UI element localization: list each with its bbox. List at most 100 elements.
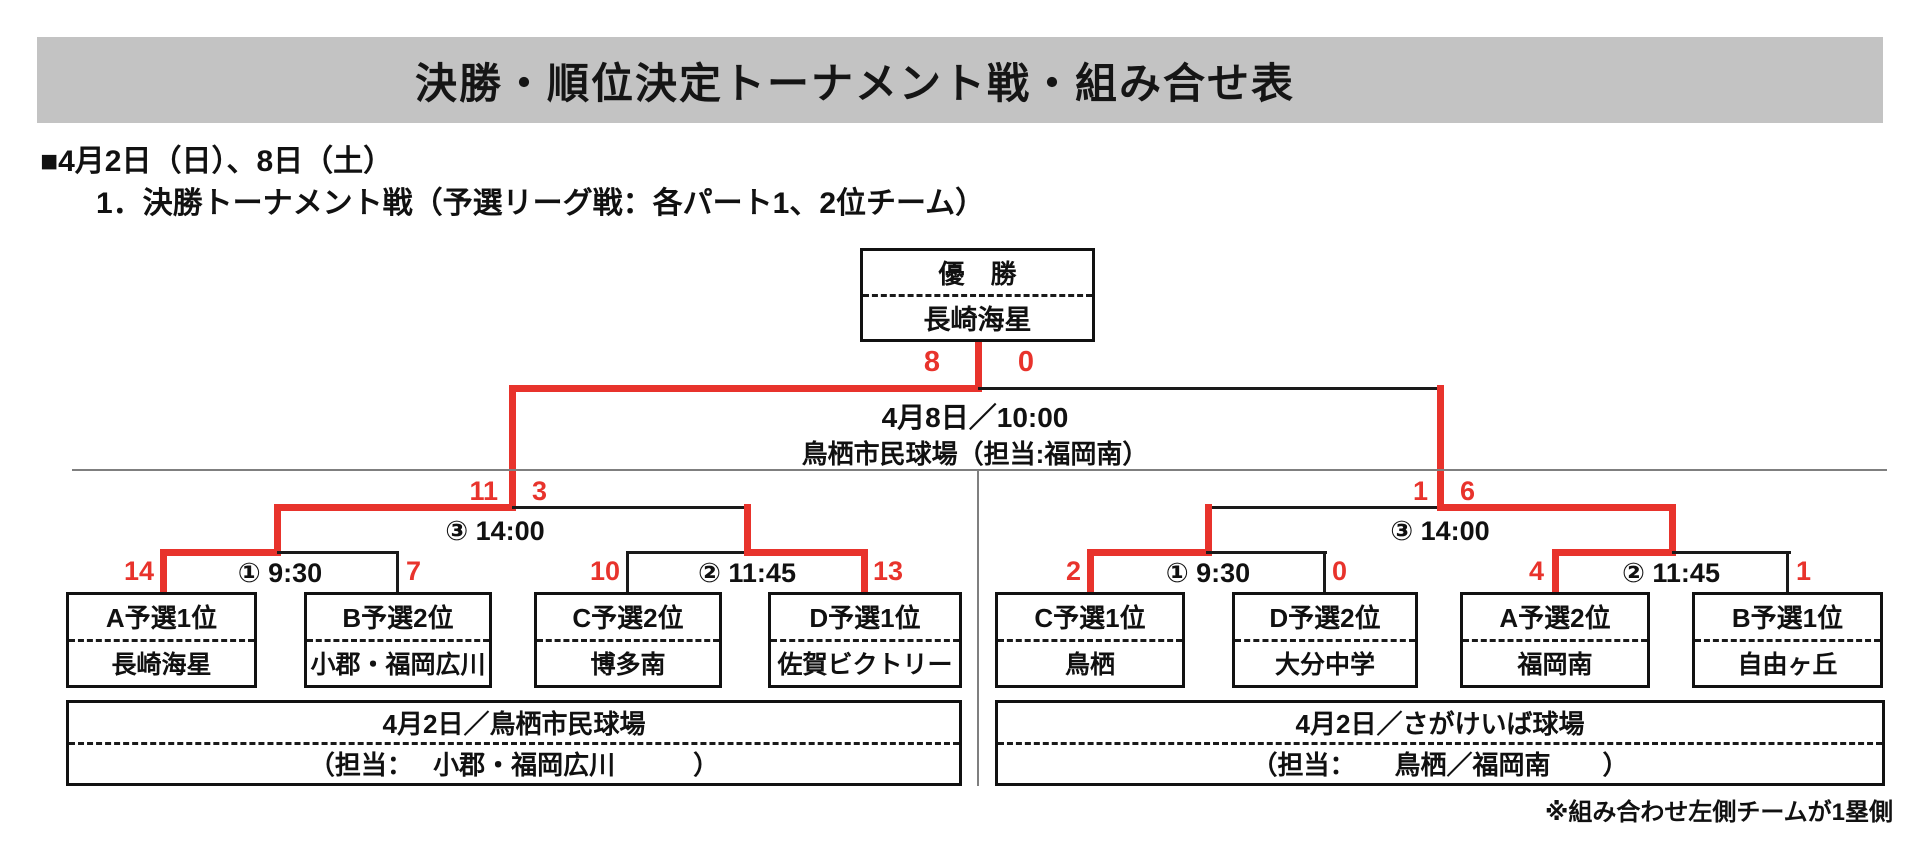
m-l2-label: ② 11:45 (698, 558, 796, 588)
team-box-divider (1235, 638, 1415, 642)
team-box-divider (307, 638, 489, 642)
bracket-m-r2-bar-right (1672, 551, 1791, 554)
m-r1-label: ① 9:30 (1165, 558, 1251, 588)
page-title: 決勝・順位決定トーナメント戦・組み合せ表 (414, 59, 1295, 107)
bracket-sf-left-bar-right (512, 506, 749, 509)
team-seed: A予選2位 (1499, 603, 1611, 634)
sf-right-label: ③ 14:00 (1390, 516, 1490, 546)
bracket-team-l3 (626, 551, 629, 594)
winner-path-sf-left-riser (509, 385, 516, 510)
winner-path-team-r1 (1087, 549, 1094, 594)
team-seed: D予選1位 (809, 603, 921, 634)
team-seed: B予選2位 (342, 603, 454, 634)
m-r1-score-left: 2 (1065, 556, 1081, 586)
team-name: 長崎海星 (111, 651, 212, 680)
champion-box-divider (863, 293, 1092, 297)
m-r2-score-left: 4 (1528, 556, 1544, 586)
winner-path-m-r2-riser (1669, 504, 1676, 556)
venue-box-left: 4月2日／鳥栖市民球場 （担当： 小郡・福岡広川 ） (66, 700, 962, 786)
team-seed: B予選1位 (1731, 603, 1844, 634)
winner-path-m-r1-bar (1087, 549, 1212, 556)
venue-right-line1: 4月2日／さがけいば球場 (1295, 708, 1585, 739)
winner-path-sf-right-riser (1437, 385, 1444, 510)
m-l1-score-left: 14 (123, 556, 154, 586)
winner-path-m-l1-riser (274, 504, 281, 556)
winner-path-m-l2-riser (744, 504, 751, 556)
champion-team: 長崎海星 (923, 305, 1032, 336)
bracket-m-l2-bar-left (626, 551, 747, 554)
winner-path-m-r1-riser (1205, 504, 1212, 556)
m-l1-label: ① 9:30 (237, 558, 323, 588)
bracket-team-r4 (1786, 551, 1789, 594)
team-name: 博多南 (590, 651, 666, 680)
team-box-a1: A予選1位 長崎海星 (66, 592, 257, 688)
winner-path-m-l2-bar (744, 549, 868, 556)
sub-heading: 1．決勝トーナメント戦（予選リーグ戦：各パート1、2位チーム） (96, 187, 986, 220)
final-score-left: 8 (923, 346, 941, 378)
team-box-divider (1463, 638, 1647, 642)
venue-left-line2: （担当： 小郡・福岡広川 ） (308, 750, 720, 781)
final-datetime: 4月8日／10:00 (881, 402, 1069, 433)
winner-path-team-l4 (861, 549, 868, 594)
horizontal-divider (72, 469, 1887, 471)
venue-box-divider (998, 741, 1882, 745)
winner-path-sf-left-bar (274, 504, 516, 511)
bracket-final-bar-right (978, 387, 1441, 390)
sf-left-score-right: 3 (532, 476, 548, 506)
bracket-m-l1-bar-right (277, 551, 399, 554)
team-name: 小郡・福岡広川 (310, 651, 486, 680)
m-l2-score-left: 10 (589, 556, 620, 586)
team-seed: D予選2位 (1269, 603, 1381, 634)
champion-box: 優 勝 長崎海星 (860, 248, 1095, 342)
team-box-divider (537, 638, 719, 642)
team-name: 自由ヶ丘 (1737, 651, 1838, 680)
winner-path-team-l1 (160, 549, 167, 594)
team-name: 福岡南 (1517, 651, 1593, 680)
venue-box-divider (69, 741, 959, 745)
bracket-sf-right-bar-left (1206, 506, 1440, 509)
winner-path-m-r2-bar (1552, 549, 1676, 556)
team-name: 鳥栖 (1064, 651, 1115, 680)
winner-path-final-riser (975, 342, 982, 392)
team-box-divider (998, 638, 1182, 642)
team-box-divider (1695, 638, 1880, 642)
date-heading: ■4月2日（日）、8日（土） (40, 145, 394, 178)
final-venue: 鳥栖市民球場（担当:福岡南） (801, 439, 1149, 469)
team-seed: C予選1位 (1034, 603, 1146, 634)
vertical-middle-divider (977, 471, 979, 786)
champion-label: 優 勝 (938, 258, 1017, 289)
title-banner: 決勝・順位決定トーナメント戦・組み合せ表 (37, 37, 1883, 123)
team-seed: C予選2位 (572, 603, 684, 634)
bracket-team-r2 (1323, 551, 1326, 594)
m-r2-score-right: 1 (1796, 556, 1812, 586)
team-box-c2: C予選2位 博多南 (534, 592, 722, 688)
sf-right-score-right: 6 (1460, 476, 1476, 506)
bracket-m-r1-bar-right (1206, 551, 1327, 554)
team-seed: A予選1位 (105, 603, 218, 634)
team-box-divider (69, 638, 254, 642)
footnote: ※組み合わせ左側チームが1塁側 (1545, 799, 1893, 826)
m-l2-score-right: 13 (873, 556, 904, 586)
team-box-divider (771, 638, 959, 642)
sf-left-label: ③ 14:00 (445, 516, 545, 546)
venue-box-right: 4月2日／さがけいば球場 （担当： 鳥栖／福岡南 ） (995, 700, 1885, 786)
team-box-a2: A予選2位 福岡南 (1460, 592, 1650, 688)
team-box-b1: B予選1位 自由ヶ丘 (1692, 592, 1883, 688)
team-box-b2: B予選2位 小郡・福岡広川 (304, 592, 492, 688)
final-score-right: 0 (1017, 346, 1035, 378)
team-box-c1: C予選1位 鳥栖 (995, 592, 1185, 688)
venue-left-line1: 4月2日／鳥栖市民球場 (382, 708, 646, 739)
venue-right-line2: （担当： 鳥栖／福岡南 ） (1251, 750, 1629, 781)
bracket-team-l2 (396, 551, 399, 594)
sf-left-score-left: 11 (469, 476, 498, 506)
team-name: 大分中学 (1274, 651, 1375, 680)
winner-path-team-r3 (1552, 549, 1559, 594)
team-box-d2: D予選2位 大分中学 (1232, 592, 1418, 688)
winner-path-sf-right-bar (1437, 504, 1675, 511)
m-r2-label: ② 11:45 (1622, 558, 1720, 588)
winner-path-m-l1-bar (160, 549, 281, 556)
team-name: 佐賀ビクトリー (777, 651, 953, 680)
m-l1-score-right: 7 (406, 556, 422, 586)
m-r1-score-right: 0 (1332, 556, 1348, 586)
